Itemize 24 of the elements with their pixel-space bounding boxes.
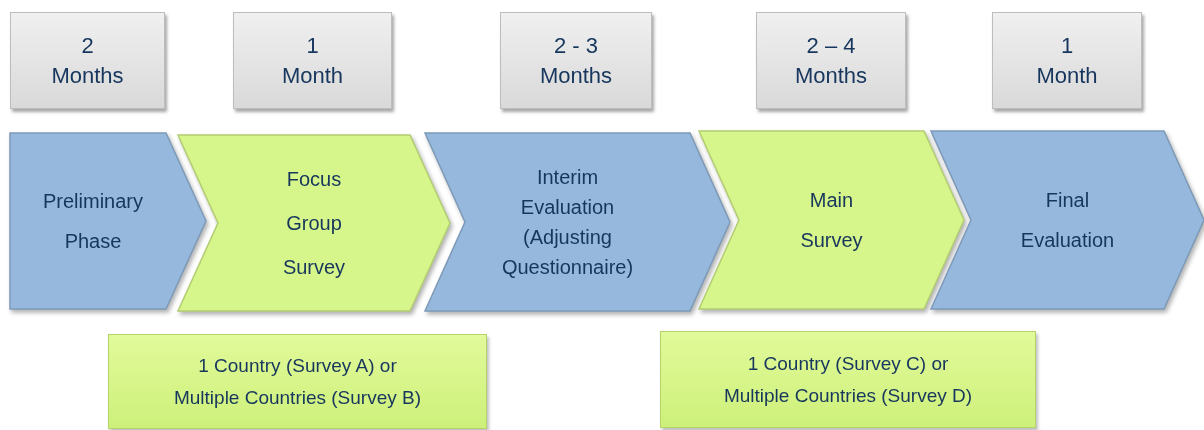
note-text: 1 Country (Survey C) or Multiple Countries (Survey D) xyxy=(722,351,974,408)
phase-label: Main Survey xyxy=(799,188,864,253)
phase-step-box xyxy=(425,133,730,311)
phase-label: Preliminary Phase xyxy=(42,189,144,254)
duration-label: 2 Months xyxy=(51,31,124,90)
phase-step-box xyxy=(931,131,1204,309)
phase-label: Interim Evaluation (Adjusting Questionnaire) xyxy=(500,165,635,280)
phase-label: Final Evaluation xyxy=(1019,188,1116,253)
duration-box xyxy=(992,12,1142,109)
phase-step-box xyxy=(10,133,206,309)
duration-box xyxy=(756,12,906,109)
phase-label: Focus Group Survey xyxy=(281,167,347,280)
duration-box xyxy=(10,12,165,109)
duration-label: 2 - 3 Months xyxy=(539,31,613,90)
duration-label: 1 Month xyxy=(280,31,345,90)
note-box xyxy=(108,334,487,429)
phase-step-box xyxy=(178,135,450,311)
duration-label: 2 – 4 Months xyxy=(794,31,868,90)
duration-box xyxy=(500,12,652,109)
duration-box xyxy=(233,12,392,109)
phase-step-box xyxy=(699,131,964,309)
note-text: 1 Country (Survey A) or Multiple Countries (Survey B) xyxy=(172,353,423,410)
note-box xyxy=(660,331,1036,428)
duration-label: 1 Month xyxy=(1035,31,1099,90)
